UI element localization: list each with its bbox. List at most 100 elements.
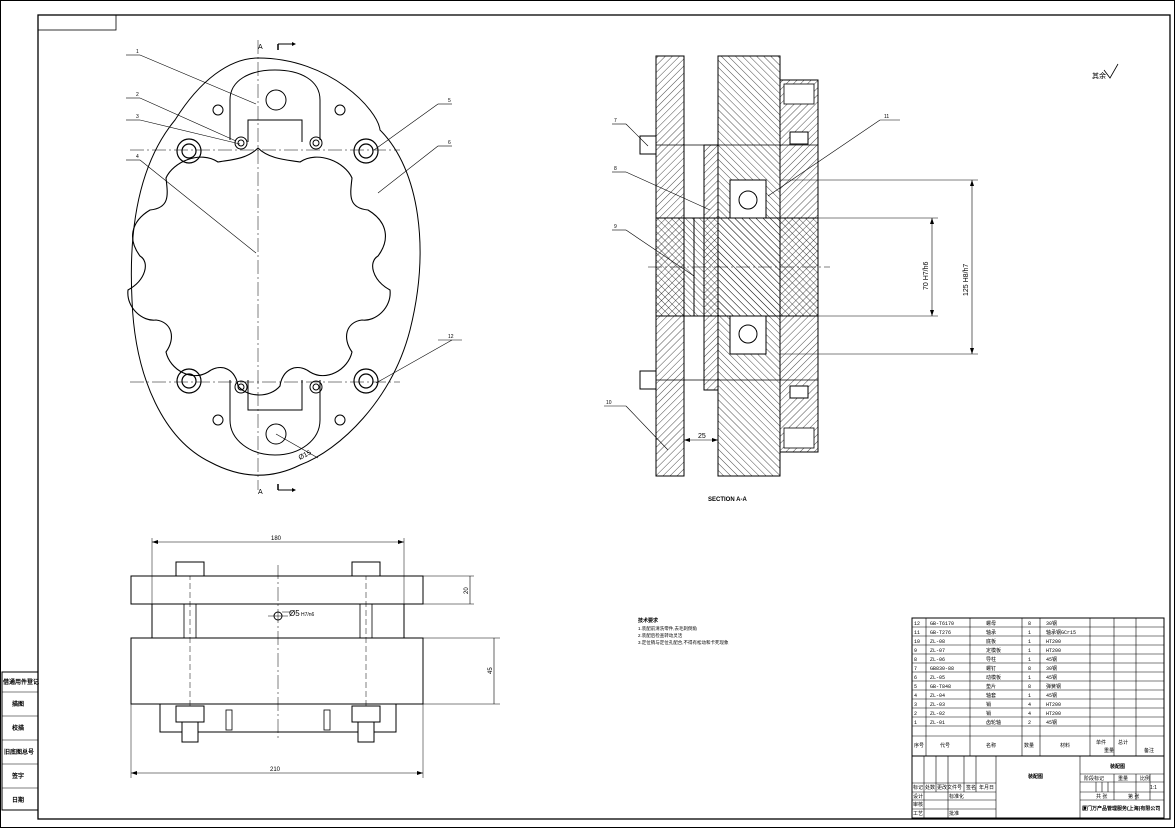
bom-cell-r0-c1: GB-T6170 bbox=[930, 621, 954, 627]
section-label-top: A bbox=[258, 44, 263, 51]
bom-cell-r7-c3: 8 bbox=[1028, 684, 1031, 690]
bom-cell-r2-c1: ZL-08 bbox=[930, 639, 945, 645]
tech-requirements: 技术要求 1.装配前清洗零件,去毛刺倒角 2.装配后检查转动灵活 3.定位销与定… bbox=[638, 617, 729, 646]
corner-box bbox=[37, 14, 117, 31]
bom-cell-r8-c1: ZL-04 bbox=[930, 693, 945, 699]
tb-company: 厦门万产品管理服务(上海)有限公司 bbox=[1082, 805, 1160, 812]
tb-process: 工艺 bbox=[913, 811, 923, 817]
tb-r4: 签名 bbox=[966, 784, 976, 791]
bom-cell-r0-c0: 12 bbox=[914, 621, 920, 627]
title-block: 装配图 装配图 阶段标记 重量 比例 1:1 共 张 第 张 厦门万产品管理服务… bbox=[911, 755, 1165, 819]
bom-cell-r1-c0: 11 bbox=[914, 630, 920, 636]
tech-line-2: 2.装配后检查转动灵活 bbox=[638, 632, 683, 639]
bom-cell-r9-c2: 销 bbox=[986, 701, 991, 708]
dim-125: 125 H8/h7 bbox=[963, 264, 970, 296]
dim-180: 180 bbox=[271, 536, 282, 542]
bom-cell-r1-c2: 轴承 bbox=[986, 629, 996, 636]
balloon-4: 4 bbox=[136, 154, 139, 160]
bom-cell-r4-c4: 45钢 bbox=[1046, 656, 1057, 663]
balloon-7: 7 bbox=[614, 118, 617, 124]
tb-standard: 标准化 bbox=[949, 793, 964, 800]
bom-cell-r8-c4: 45钢 bbox=[1046, 692, 1057, 699]
tb-r3: 更改文件号 bbox=[937, 784, 962, 791]
tb-drawing-name: 装配图 bbox=[1027, 773, 1043, 780]
bom-cell-r10-c0: 2 bbox=[914, 711, 917, 717]
bom-cell-r9-c1: ZL-03 bbox=[930, 702, 945, 708]
tb-approve: 批准 bbox=[949, 810, 959, 817]
bom-cell-r2-c4: HT200 bbox=[1046, 639, 1061, 645]
bom-cell-r11-c0: 1 bbox=[914, 720, 917, 726]
bom-header-remarks: 备注 bbox=[1144, 747, 1154, 754]
bom-cell-r6-c3: 1 bbox=[1028, 675, 1031, 681]
bom-cell-r10-c4: HT200 bbox=[1046, 711, 1061, 717]
bom-cell-r9-c0: 3 bbox=[914, 702, 917, 708]
bom-cell-r0-c3: 8 bbox=[1028, 621, 1031, 627]
tech-line-1: 1.装配前清洗零件,去毛刺倒角 bbox=[638, 625, 697, 632]
bom-cell-r8-c3: 1 bbox=[1028, 693, 1031, 699]
side-table: 借通用件登记 描图 校描 旧底图总号 签字 日期 bbox=[1, 671, 39, 811]
side-3: 校描 bbox=[12, 724, 24, 732]
tb-sheet2: 第 张 bbox=[1128, 793, 1139, 800]
balloon-2: 2 bbox=[136, 92, 139, 98]
bom-header-single: 单件 bbox=[1096, 739, 1106, 746]
tb-scale: 1:1 bbox=[1150, 785, 1157, 791]
bom-cell-r10-c1: ZL-02 bbox=[930, 711, 945, 717]
bom-header-no: 序号 bbox=[914, 742, 924, 749]
bom-header-material: 材料 bbox=[1060, 742, 1070, 749]
bom-cell-r3-c1: ZL-07 bbox=[930, 648, 945, 654]
side-5: 签字 bbox=[11, 772, 24, 780]
side-2: 描图 bbox=[12, 700, 24, 708]
bom-cell-r8-c0: 4 bbox=[914, 693, 917, 699]
bom-cell-r3-c0: 9 bbox=[914, 648, 917, 654]
bom-cell-r1-c3: 1 bbox=[1028, 630, 1031, 636]
dim-phi5: Ø5 bbox=[289, 609, 300, 618]
bom-cell-r7-c1: GB-T848 bbox=[930, 684, 951, 690]
balloon-10: 10 bbox=[606, 400, 612, 406]
bom-cell-r3-c2: 定模板 bbox=[986, 647, 1001, 654]
tb-design: 设计 bbox=[913, 793, 923, 800]
balloon-9: 9 bbox=[614, 224, 617, 230]
tb-r1: 标记 bbox=[913, 784, 923, 791]
tb-r2: 处数 bbox=[925, 784, 935, 791]
bom-cell-r2-c3: 1 bbox=[1028, 639, 1031, 645]
dim-phi15: Ø15 bbox=[298, 449, 313, 461]
section-caption: SECTION A-A bbox=[708, 497, 747, 503]
balloon-1: 1 bbox=[136, 49, 139, 55]
bom-cell-r2-c2: 底板 bbox=[986, 638, 996, 645]
bom-cell-r4-c1: ZL-06 bbox=[930, 657, 945, 663]
bom-cell-r7-c4: 弹簧钢 bbox=[1046, 683, 1061, 690]
side-6: 日期 bbox=[12, 796, 24, 804]
tb-sheet: 共 张 bbox=[1096, 793, 1107, 800]
tb-weight: 重量 bbox=[1118, 775, 1128, 782]
bom-cell-r3-c4: HT200 bbox=[1046, 648, 1061, 654]
front-view: Ø5 H7/n6 180 210 20 45 bbox=[130, 536, 500, 778]
tech-title: 技术要求 bbox=[638, 617, 659, 624]
tb-r5: 年月日 bbox=[979, 784, 994, 791]
inner-border bbox=[37, 14, 1171, 820]
tb-check: 审核 bbox=[913, 801, 923, 808]
bom-cell-r8-c2: 轴套 bbox=[986, 692, 996, 699]
bom-cell-r7-c2: 垫片 bbox=[986, 683, 996, 690]
tech-line-3: 3.定位销与定位孔配合,不得有松动和卡死现象 bbox=[638, 639, 729, 646]
dim-20: 20 bbox=[464, 587, 470, 594]
bom-cell-r5-c0: 7 bbox=[914, 666, 917, 672]
bom-header-qty: 数量 bbox=[1024, 742, 1034, 749]
bom-cell-r1-c1: GB-T276 bbox=[930, 630, 951, 636]
side-4: 旧底图总号 bbox=[4, 748, 34, 756]
bom-cell-r9-c4: HT200 bbox=[1046, 702, 1061, 708]
section-label-bottom: A bbox=[258, 489, 263, 496]
bom-cell-r7-c0: 5 bbox=[914, 684, 917, 690]
bom-header-name: 名称 bbox=[986, 742, 996, 749]
tb-design-name: 装配图 bbox=[1109, 763, 1125, 770]
bom-cell-r11-c1: ZL-01 bbox=[930, 720, 945, 726]
side-1: 借通用件登记 bbox=[2, 678, 39, 686]
dim-45: 45 bbox=[488, 667, 494, 674]
bom-cell-r4-c0: 8 bbox=[914, 657, 917, 663]
bom-cell-r6-c2: 动模板 bbox=[986, 674, 1001, 681]
balloon-3: 3 bbox=[136, 114, 139, 120]
bom-cell-r11-c3: 2 bbox=[1028, 720, 1031, 726]
bom-cell-r6-c1: ZL-05 bbox=[930, 675, 945, 681]
